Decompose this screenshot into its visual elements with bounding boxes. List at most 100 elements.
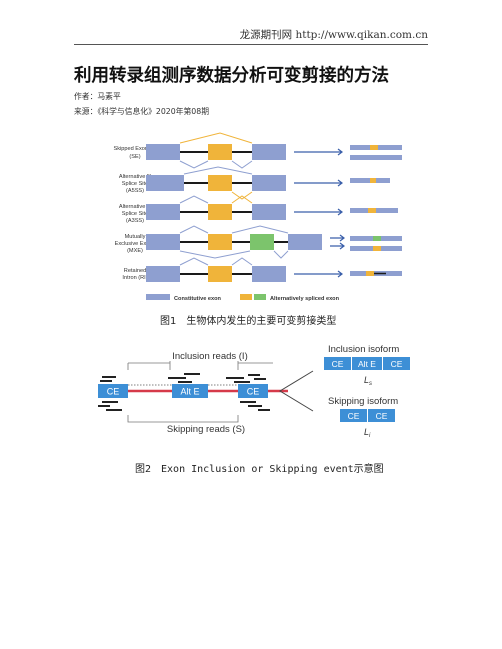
skipping-isoform-ce-right — [368, 409, 395, 422]
legend-label-constitutive: Constitutive exon — [174, 296, 222, 302]
ce-exon-right-label: CE — [247, 387, 260, 397]
splice-arc — [179, 257, 209, 266]
skipping-length: Li — [364, 427, 371, 439]
splice-arc — [179, 160, 209, 169]
alt-exon — [172, 384, 208, 398]
skipping-reads-label: Skipping reads (S) — [167, 424, 245, 435]
fig1-legend: Constitutive exon Alternatively spliced … — [146, 294, 340, 302]
inclusion-reads — [100, 373, 266, 383]
figure2-inclusion-skipping: Inclusion reads (I) CE Alt E CE Skipping… — [98, 344, 410, 439]
legend-swatch-constitutive — [146, 294, 170, 300]
legend-swatch-alt — [240, 294, 252, 300]
alt-exon-label: Alt E — [180, 387, 199, 397]
figure1-splicing-types: Skipped Exon (SE) Alternative 5' Splice … — [113, 132, 402, 302]
inclusion-length: Ls — [364, 375, 372, 387]
constitutive-exon — [146, 144, 180, 160]
fig1-row-ri: Retained Intron (RI) — [122, 257, 402, 282]
article-author: 作者：马素平 — [74, 92, 121, 101]
fig1-row-label: (SE) — [129, 154, 140, 160]
fig1-row-label: (MXE) — [127, 248, 143, 254]
fig1-row-label: Exclusive Exons — [115, 241, 156, 247]
article-source: 来源：《科学与信息化》2020年第08期 — [74, 107, 210, 116]
isoform-alt-segment — [373, 236, 381, 241]
fig1-row-label: Splice Site — [122, 181, 148, 187]
skipping-isoform-ce-left-label: CE — [348, 411, 360, 421]
alt-exon — [208, 204, 232, 220]
fig1-row-label: Alternative 3' — [119, 204, 151, 210]
isoform-arrow — [330, 234, 345, 242]
fig1-row-a3ss: Alternative 3' Splice Site (A3SS) — [119, 195, 398, 224]
splice-arc — [273, 250, 289, 259]
isoform-arrow — [294, 179, 343, 187]
ce-exon-left-label: CE — [107, 387, 120, 397]
splice-arc — [231, 225, 289, 234]
alt-exon — [208, 234, 232, 250]
isoform-alt-segment — [373, 246, 381, 251]
inclusion-isoform-ce-right-label: CE — [391, 359, 403, 369]
fig1-row-mxe: Mutually Exclusive Exons (MXE) — [115, 225, 402, 259]
fig1-row-label: Intron (RI) — [122, 275, 147, 281]
article-title: 利用转录组测序数据分析可变剪接的方法 — [74, 66, 389, 86]
splice-arc — [179, 225, 209, 234]
legend-swatch-alt2 — [254, 294, 266, 300]
constitutive-exon — [288, 234, 322, 250]
skipping-isoform-label: Skipping isoform — [328, 396, 398, 407]
isoform-arrow — [330, 242, 345, 250]
fig1-row-label: Splice Site — [122, 211, 148, 217]
constitutive-exon — [146, 266, 180, 282]
inclusion-isoform-ce-left — [324, 357, 351, 370]
constitutive-exon — [252, 266, 286, 282]
isoform-alt-segment — [370, 178, 376, 183]
inclusion-reads-label: Inclusion reads (I) — [172, 351, 248, 362]
splice-arc — [231, 257, 253, 266]
fig1-row-label: (A3SS) — [126, 218, 144, 224]
constitutive-exon — [146, 175, 184, 191]
alt-exon — [208, 266, 232, 282]
header-rule — [74, 44, 428, 45]
inclusion-isoform-ce-right — [383, 357, 410, 370]
figure1-caption: 图1 生物体内发生的主要可变剪接类型 — [160, 316, 337, 327]
splice-arc — [179, 250, 251, 259]
isoform-alt-segment — [366, 271, 374, 276]
alt-exon-green — [250, 234, 274, 250]
legend-label-alternative: Alternatively spliced exon — [270, 296, 340, 302]
isoform-alt-segment — [370, 145, 378, 150]
fig1-row-label: Mutually — [125, 234, 146, 240]
isoform-arrow — [294, 270, 343, 278]
inclusion-isoform-ce-left-label: CE — [332, 359, 344, 369]
splice-arc — [231, 195, 253, 204]
skipping-reads — [98, 401, 270, 411]
splice-arc — [179, 132, 253, 144]
site-header: 龙源期刊网 http://www.qikan.com.cn — [239, 29, 428, 41]
alt-exon — [208, 144, 232, 160]
fig1-row-label: Retained — [124, 268, 146, 274]
fig1-row-label: Alternative 5' — [119, 174, 151, 180]
alt-exon — [208, 175, 232, 191]
isoform-alt-segment — [368, 208, 376, 213]
splice-arc — [179, 195, 209, 204]
skipping-isoform-ce-right-label: CE — [376, 411, 388, 421]
fig1-row-label: (A5SS) — [126, 188, 144, 194]
figure2-caption: 图2 Exon Inclusion or Skipping event示意图 — [135, 464, 384, 475]
inclusion-isoform-alt-label: Alt E — [358, 359, 376, 369]
isoform-arrow — [294, 148, 343, 156]
skipping-isoform-ce-left — [340, 409, 367, 422]
ce-exon-left — [98, 384, 128, 398]
constitutive-exon — [146, 234, 180, 250]
constitutive-exon — [252, 175, 286, 191]
isoform-bar — [350, 155, 402, 160]
splice-arc — [231, 191, 253, 200]
fig1-row-label: Skipped Exon — [113, 146, 148, 152]
skipping-bracket — [127, 415, 239, 423]
inclusion-isoform-alt — [352, 357, 382, 370]
inclusion-isoform-label: Inclusion isoform — [328, 344, 399, 355]
isoform-angle — [279, 370, 314, 412]
constitutive-exon — [252, 204, 286, 220]
isoform-arrow — [294, 208, 343, 216]
fig1-row-se: Skipped Exon (SE) — [113, 132, 402, 169]
fig1-row-a5ss: Alternative 5' Splice Site (A5SS) — [119, 166, 390, 200]
splice-arc — [183, 166, 253, 175]
constitutive-exon — [252, 144, 286, 160]
ce-exon-right — [238, 384, 268, 398]
splice-arc — [231, 160, 253, 169]
